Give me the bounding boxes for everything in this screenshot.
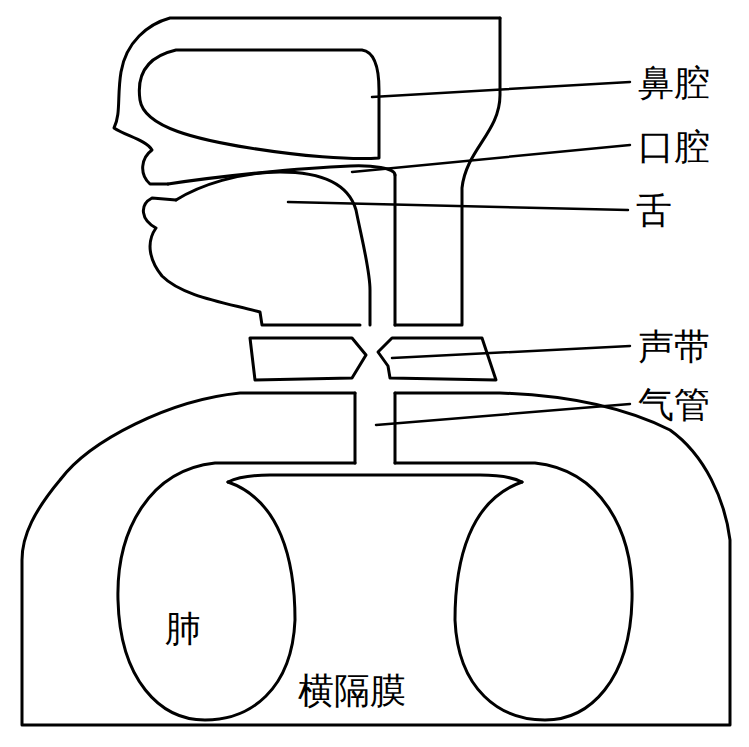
neck-outline <box>395 18 500 325</box>
trachea-wall <box>394 393 397 463</box>
torso-outline <box>22 393 730 725</box>
nasal-cavity <box>139 50 379 159</box>
face-outline <box>114 18 500 184</box>
bronchi <box>228 475 522 482</box>
palate <box>168 166 395 184</box>
leader-line <box>352 145 630 172</box>
part-label: 声带 <box>638 326 710 367</box>
pharynx-wall <box>394 175 397 325</box>
part-label: 气管 <box>638 384 710 425</box>
chin-outline <box>143 198 360 325</box>
tongue <box>176 172 370 325</box>
part-label: 鼻腔 <box>638 62 710 103</box>
larynx-left <box>250 338 366 380</box>
right-lung <box>395 463 632 720</box>
trachea-wall <box>354 393 357 463</box>
part-label: 肺 <box>165 608 201 649</box>
leader-line <box>372 82 630 97</box>
part-label: 横隔膜 <box>298 670 406 711</box>
part-label: 口腔 <box>638 126 710 167</box>
leader-line <box>392 346 630 358</box>
leader-line <box>288 202 628 210</box>
leader-line <box>376 404 630 425</box>
part-label: 舌 <box>636 190 672 231</box>
